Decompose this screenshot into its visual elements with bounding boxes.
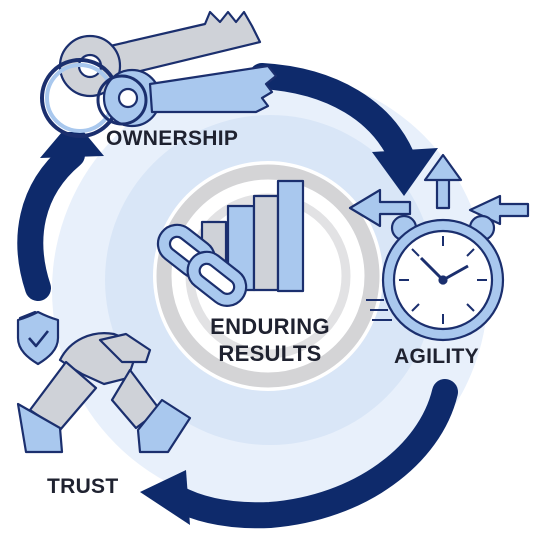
- arrowhead-ownership: [40, 132, 104, 158]
- stage-label-trust: TRUST: [47, 475, 119, 498]
- arrowheads: [40, 132, 438, 525]
- arrow-trust-to-ownership: [17, 142, 85, 301]
- arrow-ownership-to-agility: [249, 63, 418, 178]
- center-label-line2: RESULTS: [218, 341, 322, 366]
- arrowhead-trust: [140, 470, 190, 525]
- keys-icon: [40, 10, 278, 138]
- center-label-line1: ENDURING: [210, 314, 330, 339]
- cycle-arrows: [17, 63, 458, 529]
- arrowhead-agility: [372, 148, 438, 196]
- chain-bar-chart-icon: [156, 179, 305, 307]
- stage-label-agility: AGILITY: [394, 345, 479, 368]
- arrow-agility-to-trust: [162, 379, 458, 529]
- stopwatch-icon: [348, 153, 530, 342]
- handshake-shield-icon: [16, 310, 192, 454]
- center-label: ENDURING RESULTS: [188, 313, 352, 367]
- gray-target-ring: [156, 164, 380, 388]
- stage-label-ownership: OWNERSHIP: [106, 127, 239, 150]
